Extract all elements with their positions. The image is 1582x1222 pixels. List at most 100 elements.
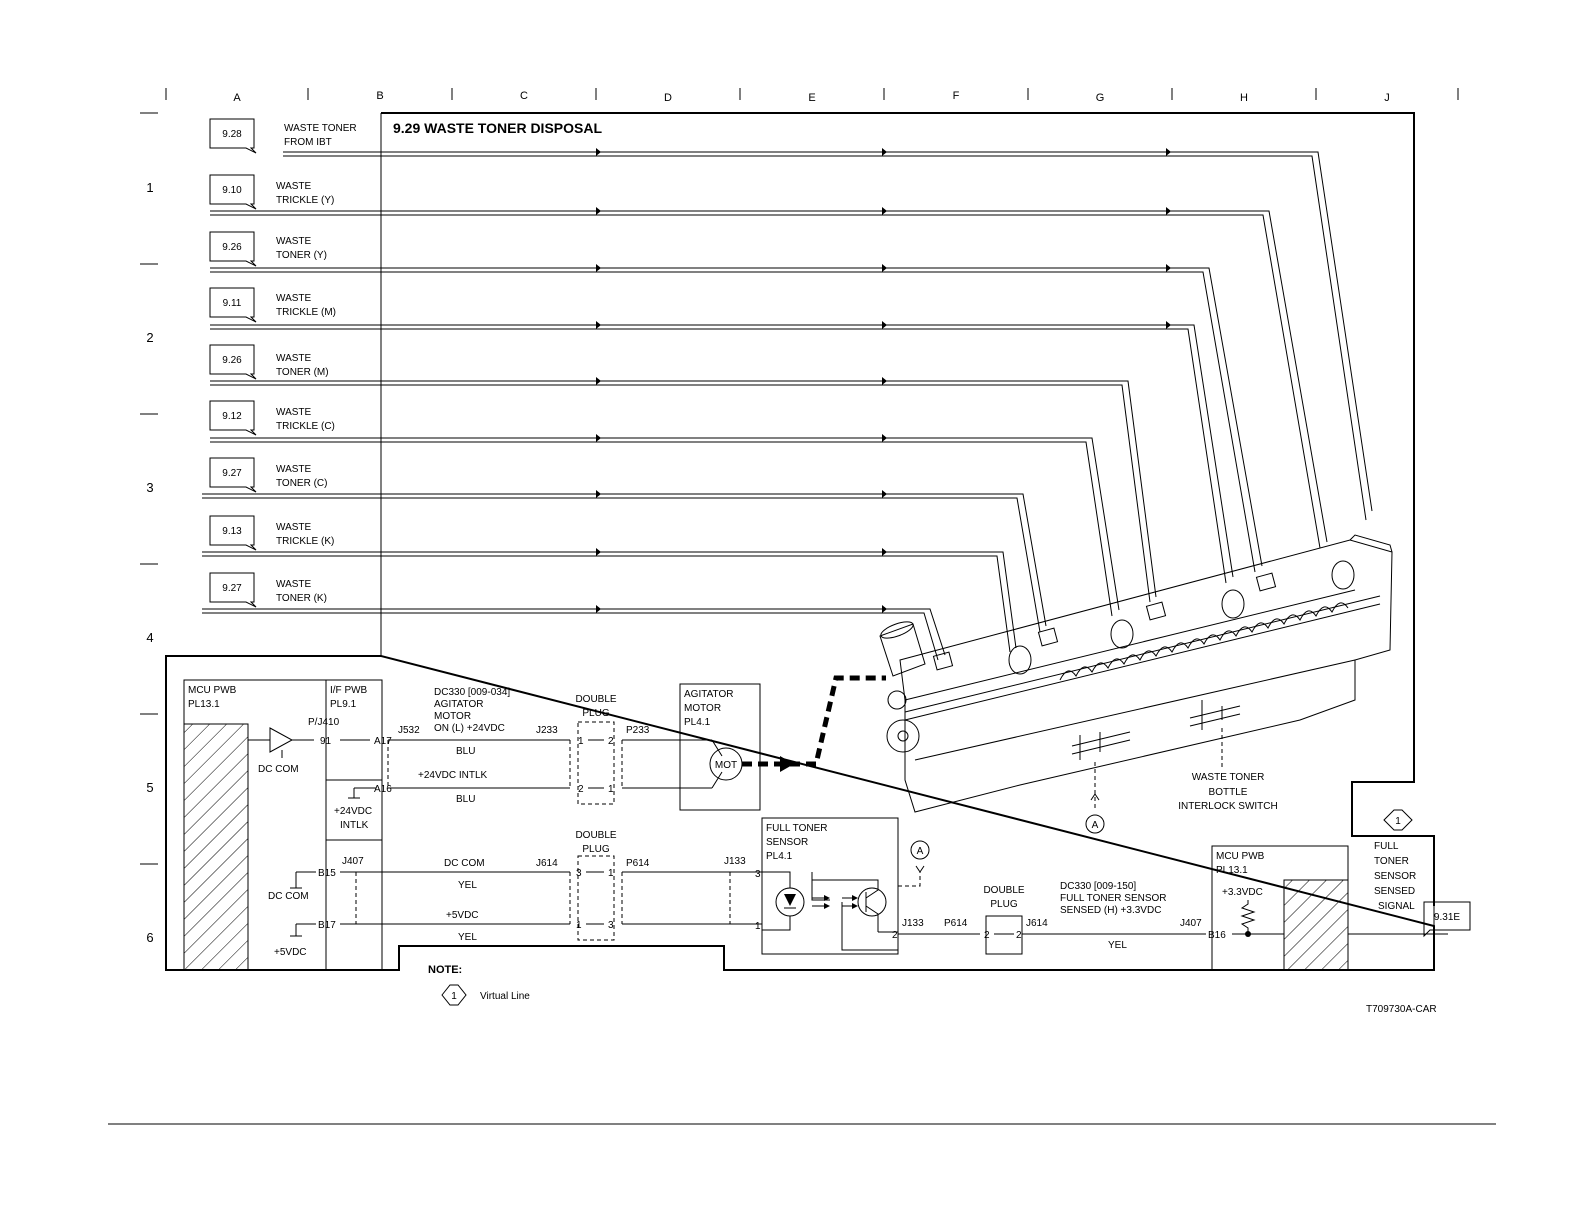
pin-label: A16 <box>374 784 392 795</box>
virtual-marker-a: A <box>1085 793 1105 834</box>
if-pwb-label: I/F PWB <box>330 685 368 696</box>
connector-label: P233 <box>626 725 650 736</box>
connector-label: J133 <box>724 856 746 867</box>
pin-label: 3 <box>755 869 761 880</box>
connector-label: J133 <box>902 918 924 929</box>
pin-label: 2 <box>892 930 898 941</box>
full-toner-sensor: FULL TONER SENSOR PL4.1 2 <box>761 817 921 955</box>
signal-label: DC330 [009-034] <box>434 687 510 698</box>
sensor-label: SENSOR <box>766 837 808 848</box>
ref-label: WASTE <box>276 464 312 475</box>
ref-label: TRICKLE (M) <box>276 307 336 318</box>
pin-label: 1 <box>578 736 584 747</box>
mcu-label: MCU PWB <box>188 685 237 696</box>
pin-label: A17 <box>374 736 392 747</box>
diagram-code: T709730A-CAR <box>1366 1004 1437 1015</box>
signal-label: +5VDC <box>446 910 479 921</box>
note-num: 1 <box>451 991 457 1002</box>
input-ref: 9.11 WASTE TRICKLE (M) <box>209 287 336 323</box>
sensor-label: PL4.1 <box>766 851 793 862</box>
signal-label: FULL TONER SENSOR <box>1060 893 1167 904</box>
agitator-motor: AGITATOR MOTOR PL4.1 MOT <box>679 675 886 811</box>
wire-color: YEL <box>458 880 477 891</box>
pin-label: B17 <box>318 920 336 931</box>
row-label: 5 <box>146 780 153 795</box>
input-ref: 9.10 WASTE TRICKLE (Y) <box>209 174 334 210</box>
ref-label: TRICKLE (C) <box>276 421 335 432</box>
ref-number: 9.28 <box>222 129 242 140</box>
ref-number: 9.26 <box>222 242 242 253</box>
sensor-label: FULL TONER <box>766 823 828 834</box>
motor-symbol: MOT <box>715 760 737 771</box>
virtual-marker-a: A <box>910 840 930 873</box>
pin-label: B16 <box>1208 930 1226 941</box>
mcu-label: PL13.1 <box>1216 865 1248 876</box>
connector-label: J614 <box>536 858 558 869</box>
signal-label: SENSED (H) +3.3VDC <box>1060 905 1161 916</box>
input-ref: 9.26 WASTE TONER (Y) <box>209 231 327 267</box>
input-ref: 9.13 WASTE TRICKLE (K) <box>209 515 334 551</box>
input-ref: 9.28 WASTE TONER FROM IBT <box>209 118 357 154</box>
connector-label: J407 <box>1180 918 1202 929</box>
pin-label: 3 <box>608 920 614 931</box>
pin-label: 91 <box>320 736 332 747</box>
ref-label: TONER (C) <box>276 478 327 489</box>
connector-label: J614 <box>1026 918 1048 929</box>
wire-color: BLU <box>456 794 475 805</box>
pin-label: 2 <box>608 736 614 747</box>
dc-com-label: DC COM <box>268 891 309 902</box>
note-text: Virtual Line <box>480 991 530 1002</box>
voltage-label: +3.3VDC <box>1222 887 1263 898</box>
col-label: H <box>1240 92 1248 104</box>
pin-label: 1 <box>608 784 614 795</box>
agitator-circuit: A17 A16 J532 DC330 [009-034] AGITATOR MO… <box>374 687 723 805</box>
ref-label: WASTE <box>276 579 312 590</box>
ref-label: WASTE <box>276 236 312 247</box>
marker-label: A <box>917 846 924 857</box>
waste-toner-bottle <box>879 534 1393 813</box>
ref-label: WASTE TONER <box>284 123 357 134</box>
connector-label: P614 <box>944 918 968 929</box>
col-label: F <box>953 90 960 102</box>
row-grid: 1 2 3 4 5 6 <box>140 112 158 945</box>
motor-label: PL4.1 <box>684 717 711 728</box>
ref-label: FROM IBT <box>284 137 332 148</box>
ref-number: 9.13 <box>222 526 242 537</box>
intlk-label: +24VDC <box>334 806 372 817</box>
ref-label: WASTE <box>276 522 312 533</box>
marker-label: A <box>1092 820 1099 831</box>
pin-label: 3 <box>576 868 582 879</box>
col-label: B <box>376 90 383 102</box>
plug-label: PLUG <box>582 844 609 855</box>
connector-label: J532 <box>398 725 420 736</box>
if-pwb-label: PL9.1 <box>330 699 357 710</box>
wire-color: YEL <box>458 932 477 943</box>
plug-label: PLUG <box>990 899 1017 910</box>
wire-color: YEL <box>1108 940 1127 951</box>
row-label: 6 <box>146 930 153 945</box>
input-ref: 9.27 WASTE TONER (K) <box>209 572 327 608</box>
output-circuit: J133 P614 DOUBLE PLUG 2 2 J614 DC330 [00… <box>898 881 1226 955</box>
signal-label: AGITATOR <box>434 699 483 710</box>
motor-label: AGITATOR <box>684 689 733 700</box>
pin-label: 1 <box>755 921 761 932</box>
ref-number: 9.12 <box>222 411 242 422</box>
note-label: NOTE: <box>428 964 462 976</box>
note: NOTE: 1 Virtual Line <box>428 964 530 1006</box>
signal-label: MOTOR <box>434 711 471 722</box>
connector-label: P614 <box>626 858 650 869</box>
wire-color: BLU <box>456 746 475 757</box>
pin-label: 2 <box>578 784 584 795</box>
input-ref: 9.27 WASTE TONER (C) <box>209 457 327 493</box>
page-title: 9.29 WASTE TONER DISPOSAL <box>393 120 602 136</box>
input-ref: 9.12 WASTE TRICKLE (C) <box>209 400 335 436</box>
ref-number: 9.27 <box>222 468 242 479</box>
signal-label: ON (L) +24VDC <box>434 723 505 734</box>
sensor-circuit: B15 B17 J407 DC COM YEL +5VDC YEL J614 D… <box>318 830 762 943</box>
signal-label: FULL <box>1374 841 1399 852</box>
motor-label: MOTOR <box>684 703 721 714</box>
pin-label: 1 <box>576 920 582 931</box>
input-ref: 9.26 WASTE TONER (M) <box>209 344 329 380</box>
col-label: D <box>664 92 672 104</box>
